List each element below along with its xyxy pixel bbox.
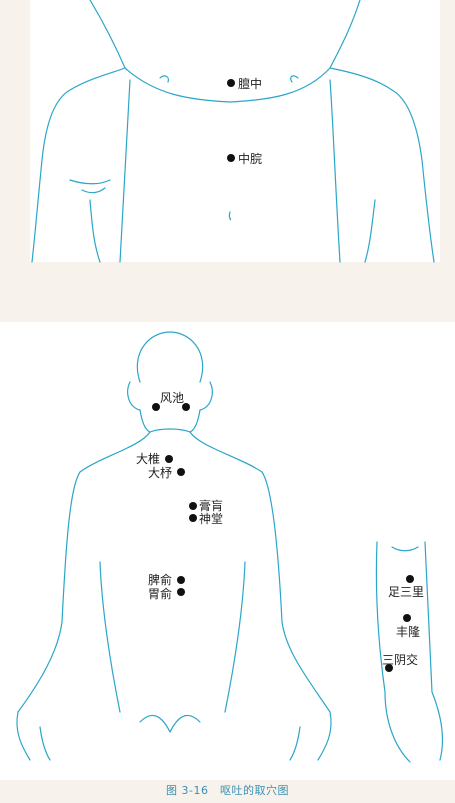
back-body-figure: 风池 大椎 大杼 膏肓 神堂 脾俞 胃俞 足三里 丰隆 三阴交 bbox=[16, 331, 443, 763]
acupoint-pishu-dot bbox=[177, 576, 185, 584]
acupoint-fenglong-label: 丰隆 bbox=[396, 624, 420, 639]
acupoint-zhongwan-dot bbox=[227, 154, 235, 162]
acupoint-zusanli-dot bbox=[406, 575, 414, 583]
acupoint-sanyinjiao-label: 三阴交 bbox=[382, 652, 418, 667]
front-torso-panel: 膻中 中脘 bbox=[30, 0, 440, 263]
acupoint-dazhui-label: 大椎 bbox=[136, 451, 160, 466]
acupoint-danzhong-label: 膻中 bbox=[238, 76, 262, 91]
acupoint-fengchi-left-dot bbox=[152, 403, 160, 411]
acupoint-danzhong-dot bbox=[227, 79, 235, 87]
figure-caption: 图 3-16 呕吐的取穴图 bbox=[166, 784, 289, 797]
front-torso-figure: 膻中 中脘 bbox=[31, 0, 435, 263]
back-figure-panel: 风池 大椎 大杼 膏肓 神堂 脾俞 胃俞 足三里 丰隆 三阴交 bbox=[0, 322, 455, 780]
acupoint-fengchi-right-dot bbox=[182, 403, 190, 411]
acupoint-dazhui-dot bbox=[165, 455, 173, 463]
acupoint-weishu-dot bbox=[177, 588, 185, 596]
acupoint-pishu-label: 脾俞 bbox=[148, 572, 172, 587]
acupoint-shentang-dot bbox=[189, 514, 197, 522]
acupoint-dazhu-label: 大杼 bbox=[148, 465, 172, 480]
acupoint-shentang-label: 神堂 bbox=[199, 512, 223, 526]
acupoint-dazhu-dot bbox=[177, 468, 185, 476]
acupoint-fenglong-dot bbox=[403, 614, 411, 622]
acupoint-weishu-label: 胃俞 bbox=[148, 586, 172, 601]
acupoint-fengchi-label: 风池 bbox=[160, 391, 184, 405]
acupoint-zhongwan-label: 中脘 bbox=[238, 151, 262, 166]
acupoint-gaohuang-label: 膏肓 bbox=[199, 498, 223, 513]
acupoint-zusanli-label: 足三里 bbox=[388, 585, 424, 599]
acupoint-sanyinjiao-dot bbox=[385, 664, 393, 672]
acupoint-gaohuang-dot bbox=[189, 502, 197, 510]
